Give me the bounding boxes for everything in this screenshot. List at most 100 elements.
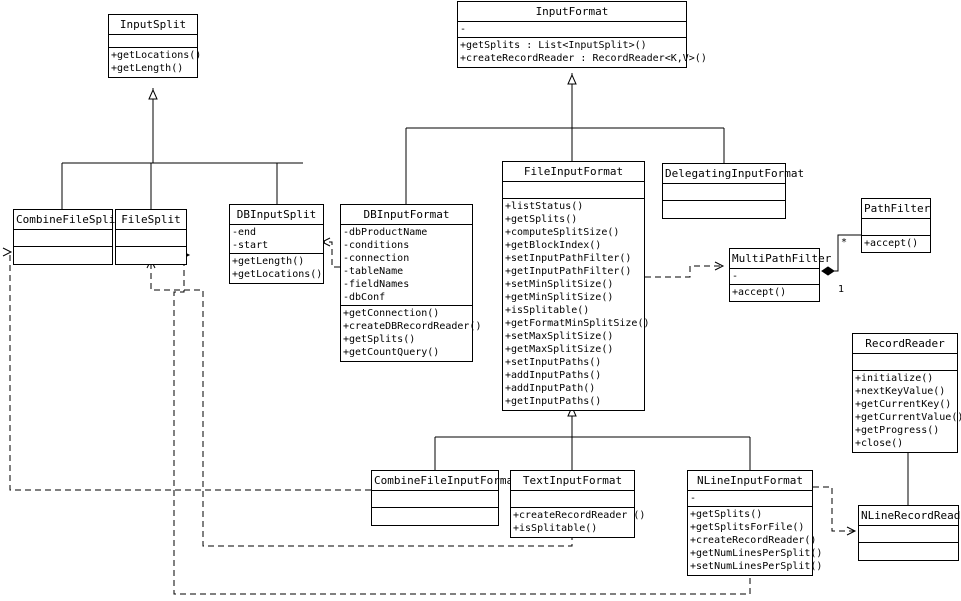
attribute: -tableName [343,266,404,277]
class-box-filesplit[interactable]: FileSplit [115,209,187,265]
attribute: -dbConf [343,292,386,303]
attribute: -start [232,240,269,251]
operation: +getInputPathFilter() [505,266,632,277]
class-name-multipathfilter: MultiPathFilter [730,249,831,269]
class-ops-filesplit [116,247,186,264]
operation: +close() [855,438,904,449]
class-name-pathfilter: PathFilter [862,199,930,219]
operation: +getCurrentKey() [855,399,952,410]
operation: +getSplits : List<InputSplit>() [460,40,647,51]
class-name-dbinputformat: DBInputFormat [341,205,472,225]
class-ops-recordreader: +initialize() +nextKeyValue() +getCurren… [853,371,961,452]
class-attrs-filesplit [116,230,186,247]
class-box-inputsplit[interactable]: InputSplit +getLocations() +getLength() [108,14,202,78]
multiplicity-label-one: 1 [838,284,845,295]
attribute: - [732,271,739,282]
class-box-dbinputsplit[interactable]: DBInputSplit -end -start +getLength() +g… [229,204,324,284]
class-box-recordreader[interactable]: RecordReader +initialize() +nextKeyValue… [852,333,961,453]
class-ops-inputsplit: +getLocations() +getLength() [109,48,202,77]
class-box-dbinputformat[interactable]: DBInputFormat -dbProductName -conditions… [340,204,482,362]
class-ops-pathfilter: +accept() [862,236,930,252]
operation: +setMaxSplitSize() [505,331,614,342]
operation: +initialize() [855,373,934,384]
class-name-inputformat: InputFormat [458,2,686,22]
edge-dep-nlineinputformat-nlinerecordreader [813,486,857,536]
class-ops-combinefilesplit [14,247,112,264]
class-attrs-inputformat: - [458,22,686,38]
operation: +getLocations() [111,50,202,61]
class-name-filesplit: FileSplit [116,210,186,230]
operation: +getFormatMinSplitSize() [505,318,650,329]
class-name-dbinputsplit: DBInputSplit [230,205,323,225]
edge-dep-dbinputformat-dbinputsplit [320,237,340,268]
class-box-multipathfilter[interactable]: MultiPathFilter - +accept() [729,248,831,302]
class-attrs-dbinputformat: -dbProductName -conditions -connection -… [341,225,472,306]
class-box-nlineinputformat[interactable]: NLineInputFormat - +getSplits() +getSpli… [687,470,823,576]
operation: +createRecordReader() [690,535,817,546]
operation: +getMinSplitSize() [505,292,614,303]
attribute: -conditions [343,240,410,251]
class-attrs-dbinputsplit: -end -start [230,225,323,254]
operation: +getLength() [232,256,305,267]
class-attrs-nlinerecordreader [859,526,958,543]
operation: +getMaxSplitSize() [505,344,614,355]
class-ops-fileinputformat: +listStatus() +getSplits() +computeSplit… [503,199,650,410]
operation: +addInputPath() [505,383,596,394]
class-attrs-textinputformat [511,491,634,508]
operation: +accept() [732,287,787,298]
class-box-inputformat[interactable]: InputFormat - +getSplits : List<InputSpl… [457,1,707,68]
class-ops-delegatinginputformat [663,201,785,218]
class-box-delegatinginputformat[interactable]: DelegatingInputFormat [662,163,804,219]
operation: +listStatus() [505,201,584,212]
operation: +createDBRecordReader() [343,321,482,332]
operation: +addInputPaths() [505,370,602,381]
attribute: -connection [343,253,410,264]
class-ops-inputformat: +getSplits : List<InputSplit>() +createR… [458,38,707,67]
operation: +getBlockIndex() [505,240,602,251]
operation: +getLocations() [232,269,323,280]
class-box-nlinerecordreader[interactable]: NLineRecordReader [858,505,961,561]
attribute: - [460,24,467,35]
operation: +getSplitsForFile() [690,522,805,533]
operation: +accept() [864,238,919,249]
class-box-textinputformat[interactable]: TextInputFormat +createRecordReader () +… [510,470,646,538]
operation: +computeSplitSize() [505,227,620,238]
operation: +setInputPathFilter() [505,253,632,264]
class-name-nlinerecordreader: NLineRecordReader [859,506,961,526]
class-ops-dbinputsplit: +getLength() +getLocations() [230,254,323,283]
class-box-combinefilesplit[interactable]: CombineFileSplit [13,209,122,265]
operation: +getCountQuery() [343,347,440,358]
class-ops-combinefileinputformat [372,508,498,525]
operation: +getConnection() [343,308,440,319]
class-attrs-inputsplit [109,35,197,48]
operation: +setNumLinesPerSplit() [690,561,823,572]
class-name-delegatinginputformat: DelegatingInputFormat [663,164,804,184]
class-attrs-fileinputformat [503,182,644,199]
class-attrs-combinefilesplit [14,230,112,247]
class-ops-textinputformat: +createRecordReader () +isSplitable() [511,508,646,537]
operation: +createRecordReader () [513,510,646,521]
edge-dep-fileinputformat-multipathfilter [645,261,725,278]
operation: +nextKeyValue() [855,386,946,397]
class-name-fileinputformat: FileInputFormat [503,162,644,182]
class-box-pathfilter[interactable]: PathFilter +accept() [861,198,931,253]
class-ops-multipathfilter: +accept() [730,285,819,301]
class-name-nlineinputformat: NLineInputFormat [688,471,812,491]
class-name-combinefilesplit: CombineFileSplit [14,210,122,230]
attribute: -dbProductName [343,227,428,238]
class-ops-nlineinputformat: +getSplits() +getSplitsForFile() +create… [688,507,823,575]
attribute: - [690,493,697,504]
class-name-recordreader: RecordReader [853,334,957,354]
edge-dep-combinefileinputformat-combinefilesplit [2,247,371,491]
class-box-combinefileinputformat[interactable]: CombineFileInputFormat [371,470,520,526]
class-attrs-combinefileinputformat [372,491,498,508]
operation: +isSplitable() [513,523,598,534]
operation: +isSplitable() [505,305,590,316]
class-box-fileinputformat[interactable]: FileInputFormat +listStatus() +getSplits… [502,161,650,411]
operation: +getSplits() [690,509,763,520]
operation: +setMinSplitSize() [505,279,614,290]
operation: +setInputPaths() [505,357,602,368]
operation: +getProgress() [855,425,940,436]
class-attrs-nlineinputformat: - [688,491,812,507]
class-name-textinputformat: TextInputFormat [511,471,634,491]
